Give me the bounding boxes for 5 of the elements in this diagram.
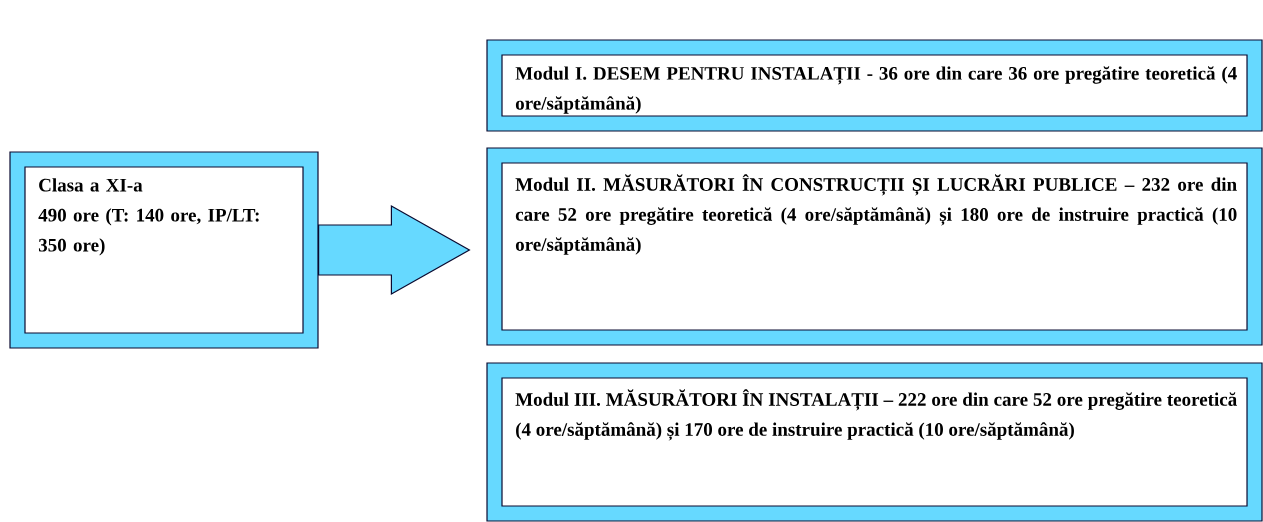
module-box: Modul I. DESEM PENTRU INSTALAȚII - 36 ore din care 36 ore pregătire teoretică (4 ore/săptămână) (486, 39, 1263, 132)
block-arrow (318, 204, 471, 296)
module-box: Modul III. MĂSURĂTORI ÎN INSTALAȚII – 222 ore din care 52 ore pregătire teoretică (4 ore/săptămână) și 170 ore de instruire practică (10 ore/săptămână) (486, 362, 1263, 522)
module-box: Clasa a XI-a 490 ore (T: 140 ore, IP/LT: 350 ore) (9, 151, 319, 349)
module-box: Modul II. MĂSURĂTORI ÎN CONSTRUCȚII ȘI LUCRĂRI PUBLICE – 232 ore din care 52 ore pregătire teoretică (4 ore/săptămână) și 180 ore de instruire practică (10 ore/săptămână) (486, 147, 1263, 346)
